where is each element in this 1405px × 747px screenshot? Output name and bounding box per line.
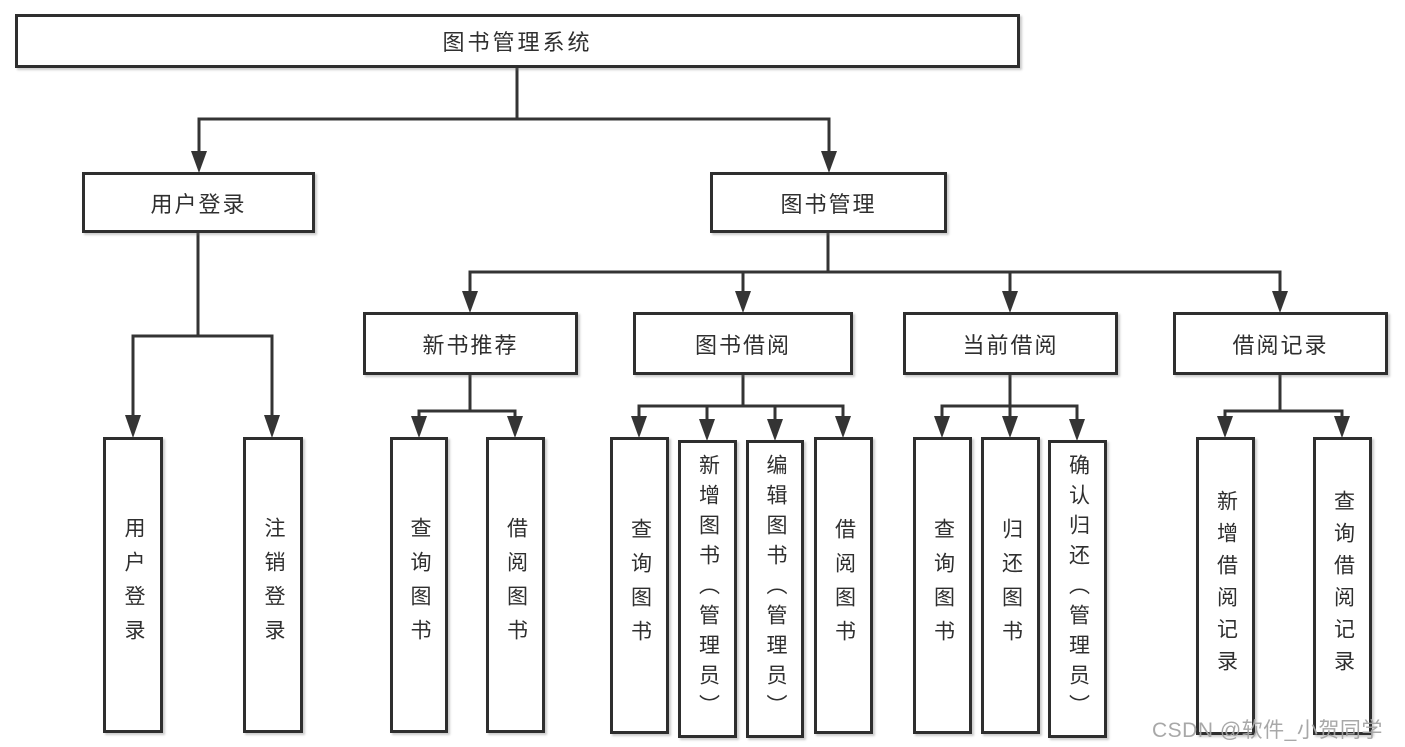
leaf-logout: 注销登录	[243, 437, 303, 733]
arrowhead-icon	[1002, 291, 1018, 313]
leaf-bb-add-books-admin: 新增图书（管理员）	[678, 440, 737, 738]
leaf-nb-query-books: 查询图书	[390, 437, 448, 733]
node-book-borrow: 图书借阅	[633, 312, 853, 375]
leaf-cb-confirm-return-admin: 确认归还（管理员）	[1048, 440, 1107, 738]
connector-root-to-level1	[191, 66, 837, 173]
connector-book-borrow-to-leaves	[631, 373, 851, 441]
leaf-nb-borrow-books: 借阅图书	[486, 437, 545, 733]
connector-user-login-to-leaves	[125, 231, 280, 438]
leaf-cb-query-books: 查询图书	[913, 437, 972, 734]
arrowhead-icon	[821, 151, 837, 173]
arrowhead-icon	[125, 415, 141, 438]
arrowhead-icon	[735, 291, 751, 313]
leaf-bb-edit-books-admin: 编辑图书（管理员）	[746, 440, 804, 738]
arrowhead-icon	[1334, 416, 1350, 438]
node-root-system: 图书管理系统	[15, 14, 1020, 68]
arrowhead-icon	[934, 416, 950, 438]
leaf-bb-borrow-books: 借阅图书	[814, 437, 873, 734]
arrowhead-icon	[264, 415, 280, 438]
node-user-login: 用户登录	[82, 172, 315, 233]
leaf-bb-query-books: 查询图书	[610, 437, 669, 734]
arrowhead-icon	[1002, 416, 1018, 438]
node-new-book-recommend: 新书推荐	[363, 312, 578, 375]
arrowhead-icon	[1272, 291, 1288, 313]
arrowhead-icon	[1217, 416, 1233, 438]
node-current-borrow: 当前借阅	[903, 312, 1118, 375]
node-borrow-records: 借阅记录	[1173, 312, 1388, 375]
watermark: CSDN @软件_小贺同学	[1152, 719, 1383, 742]
connector-current-borrow-to-leaves	[934, 373, 1085, 441]
arrowhead-icon	[411, 416, 427, 438]
leaf-br-query-record: 查询借阅记录	[1313, 437, 1372, 735]
arrowhead-icon	[699, 419, 715, 441]
leaf-user-login: 用户登录	[103, 437, 163, 733]
connector-book-mgmt-to-level2	[462, 231, 1288, 313]
arrowhead-icon	[462, 291, 478, 313]
connector-new-book-recommend-to-leaves	[411, 373, 523, 438]
arrowhead-icon	[631, 416, 647, 438]
arrowhead-icon	[767, 419, 783, 441]
arrowhead-icon	[835, 416, 851, 438]
leaf-br-add-record: 新增借阅记录	[1196, 437, 1255, 735]
node-book-management: 图书管理	[710, 172, 947, 233]
arrowhead-icon	[507, 416, 523, 438]
arrowhead-icon	[1069, 419, 1085, 441]
connector-borrow-records-to-leaves	[1217, 373, 1350, 438]
leaf-cb-return-books: 归还图书	[981, 437, 1040, 734]
arrowhead-icon	[191, 151, 207, 173]
